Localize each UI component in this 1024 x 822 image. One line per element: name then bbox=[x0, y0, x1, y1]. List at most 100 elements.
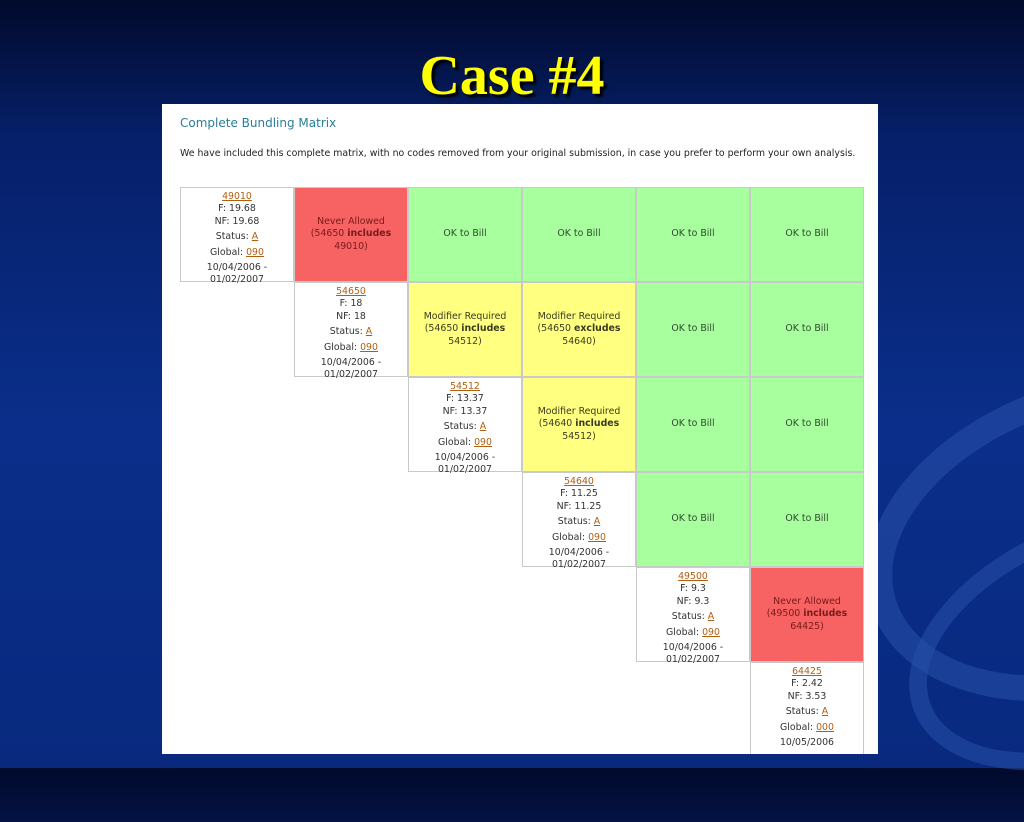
status-line-label: Status: bbox=[671, 611, 705, 623]
nf-line: NF: 9.3 bbox=[677, 596, 710, 608]
global-line-value[interactable]: 090 bbox=[246, 246, 264, 258]
fee-line-label: F: bbox=[680, 583, 688, 595]
relation-code-b: 64425) bbox=[790, 620, 824, 632]
code-link[interactable]: 49500 bbox=[678, 571, 708, 582]
global-line-label: Global: bbox=[438, 436, 472, 448]
nf-line-value: 18 bbox=[353, 310, 366, 322]
relation-code-a: (54650 bbox=[310, 228, 345, 240]
status-line-label: Status: bbox=[215, 231, 249, 243]
relation-code-a: (54650 bbox=[424, 323, 459, 335]
bundling-matrix-panel: Complete Bundling Matrix We have include… bbox=[162, 104, 878, 754]
relation-code-b: 54512) bbox=[448, 335, 482, 347]
status-line-value[interactable]: A bbox=[821, 706, 829, 718]
nf-line: NF: 18 bbox=[336, 311, 366, 323]
nf-line-value: 11.25 bbox=[574, 500, 602, 512]
nf-line-value: 13.37 bbox=[460, 405, 488, 417]
cell-status-text: OK to Bill bbox=[671, 418, 715, 430]
global-line-value[interactable]: 090 bbox=[360, 341, 378, 353]
global-line-label: Global: bbox=[780, 721, 814, 733]
nf-line-value: 3.53 bbox=[805, 690, 827, 702]
relation-code-a: (54640 bbox=[538, 418, 573, 430]
status-line-label: Status: bbox=[785, 706, 819, 718]
status-line-value[interactable]: A bbox=[593, 516, 601, 528]
nf-line-value: 9.3 bbox=[694, 595, 710, 607]
code-link[interactable]: 54650 bbox=[336, 286, 366, 297]
panel-intro: We have included this complete matrix, w… bbox=[180, 148, 856, 159]
nf-line: NF: 11.25 bbox=[557, 501, 602, 513]
date-range-start: 10/04/2006 - bbox=[662, 642, 724, 654]
cell-status-text: Never Allowed bbox=[773, 595, 841, 607]
ok-to-bill-cell: OK to Bill bbox=[522, 187, 636, 282]
global-line: Global: 090 bbox=[666, 627, 720, 639]
global-line-value[interactable]: 090 bbox=[474, 436, 492, 448]
ok-to-bill-cell: OK to Bill bbox=[750, 187, 864, 282]
relation-code-b: 54512) bbox=[562, 430, 596, 442]
cell-status-text: OK to Bill bbox=[671, 228, 715, 240]
cell-status-text: OK to Bill bbox=[671, 513, 715, 525]
cell-status-text: Modifier Required bbox=[537, 310, 621, 322]
global-line-value[interactable]: 000 bbox=[816, 721, 834, 733]
relation-verb: includes bbox=[461, 323, 506, 335]
status-line: Status: A bbox=[330, 326, 372, 338]
relation-code-b: 54640) bbox=[562, 335, 596, 347]
cell-status-text: Never Allowed bbox=[317, 215, 385, 227]
code-link[interactable]: 54512 bbox=[450, 381, 480, 392]
fee-line-label: F: bbox=[791, 678, 799, 690]
global-line: Global: 090 bbox=[324, 342, 378, 354]
fee-line: F: 13.37 bbox=[446, 393, 484, 405]
cell-status-text: OK to Bill bbox=[785, 228, 829, 240]
status-line-value[interactable]: A bbox=[365, 326, 373, 338]
cell-status-text: OK to Bill bbox=[785, 418, 829, 430]
global-line-label: Global: bbox=[210, 246, 244, 258]
panel-heading: Complete Bundling Matrix bbox=[180, 116, 337, 130]
ok-to-bill-cell: OK to Bill bbox=[408, 187, 522, 282]
status-line: Status: A bbox=[672, 611, 714, 623]
status-line-label: Status: bbox=[443, 421, 477, 433]
code-link[interactable]: 54640 bbox=[564, 476, 594, 487]
status-line-label: Status: bbox=[329, 326, 363, 338]
global-line-value[interactable]: 090 bbox=[588, 531, 606, 543]
cell-status-text: Modifier Required bbox=[537, 405, 621, 417]
code-link[interactable]: 64425 bbox=[792, 666, 822, 677]
date-range-end: 01/02/2007 bbox=[437, 464, 493, 476]
cell-status-text: OK to Bill bbox=[443, 228, 487, 240]
nf-line-label: NF: bbox=[214, 215, 230, 227]
date-range-start: 10/05/2006 bbox=[779, 737, 835, 749]
ok-to-bill-cell: OK to Bill bbox=[750, 377, 864, 472]
relation-code-a: (49500 bbox=[766, 608, 801, 620]
relation-code-a: (54650 bbox=[537, 323, 571, 335]
fee-line: F: 19.68 bbox=[218, 203, 256, 215]
nf-line-label: NF: bbox=[556, 500, 572, 512]
cell-relation: (54640 includes bbox=[539, 418, 619, 430]
global-line: Global: 090 bbox=[438, 437, 492, 449]
date-range-end: 01/02/2007 bbox=[665, 654, 721, 666]
relation-verb: includes bbox=[347, 228, 392, 240]
date-range-end: 01/02/2007 bbox=[323, 369, 379, 381]
code-link[interactable]: 49010 bbox=[222, 191, 252, 202]
nf-line-label: NF: bbox=[442, 405, 458, 417]
status-line-value[interactable]: A bbox=[479, 421, 487, 433]
status-line-value[interactable]: A bbox=[707, 611, 715, 623]
status-line-value[interactable]: A bbox=[251, 231, 259, 243]
date-range-start: 10/04/2006 - bbox=[206, 262, 268, 274]
cell-relation: (54650 includes bbox=[311, 228, 391, 240]
fee-line: F: 9.3 bbox=[680, 583, 706, 595]
date-range-start: 10/04/2006 - bbox=[434, 452, 496, 464]
date-range-end: 01/02/2007 bbox=[551, 559, 607, 571]
fee-line-label: F: bbox=[446, 393, 454, 405]
ok-to-bill-cell: OK to Bill bbox=[750, 472, 864, 567]
nf-line-label: NF: bbox=[787, 690, 803, 702]
global-line-value[interactable]: 090 bbox=[702, 626, 720, 638]
fee-line: F: 18 bbox=[340, 298, 363, 310]
date-range-start: 10/04/2006 - bbox=[548, 547, 610, 559]
ok-to-bill-cell: OK to Bill bbox=[636, 282, 750, 377]
cell-relation: (54650 excludes bbox=[538, 323, 621, 335]
fee-line-label: F: bbox=[218, 203, 226, 215]
